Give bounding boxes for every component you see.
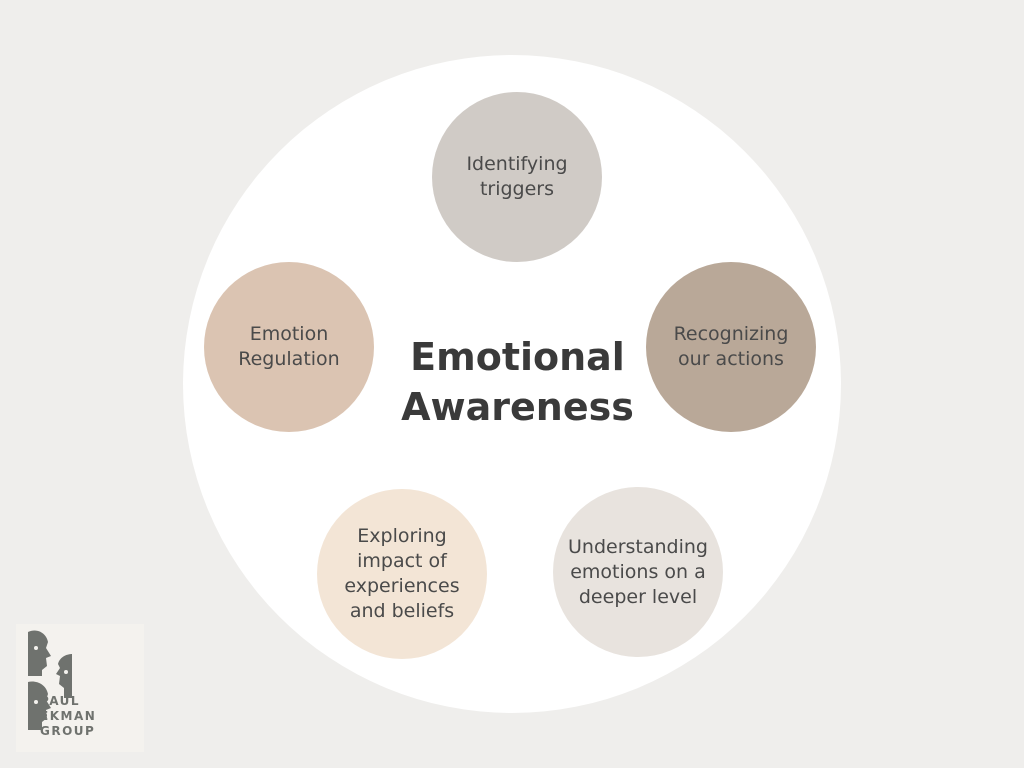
- face-profiles-icon: [28, 630, 72, 730]
- node-emotion-regulation: Emotion Regulation: [204, 262, 374, 432]
- node-label-emotion-regulation: Emotion Regulation: [238, 323, 340, 370]
- center-title: Emotional Awareness: [401, 335, 634, 429]
- node-recognizing-actions: Recognizing our actions: [646, 262, 816, 432]
- logo-line-paul: PAUL: [40, 694, 81, 708]
- node-understanding-emotions: Understanding emotions on a deeper level: [553, 487, 723, 657]
- logo-wordmark: PAUL EKMAN GROUP: [40, 694, 96, 739]
- node-label-identifying-triggers: Identifying triggers: [466, 153, 568, 200]
- node-identifying-triggers: Identifying triggers: [432, 92, 602, 262]
- company-logo: [16, 624, 144, 752]
- node-label-understanding-emotions: Understanding emotions on a deeper level: [568, 535, 708, 608]
- node-label-exploring-impact: Exploring impact of experiences and beli…: [344, 525, 460, 622]
- node-exploring-impact: Exploring impact of experiences and beli…: [317, 489, 487, 659]
- logo-line-group: GROUP: [40, 724, 96, 738]
- node-label-recognizing-actions: Recognizing our actions: [673, 323, 789, 370]
- logo-line-ekman: EKMAN: [40, 709, 97, 723]
